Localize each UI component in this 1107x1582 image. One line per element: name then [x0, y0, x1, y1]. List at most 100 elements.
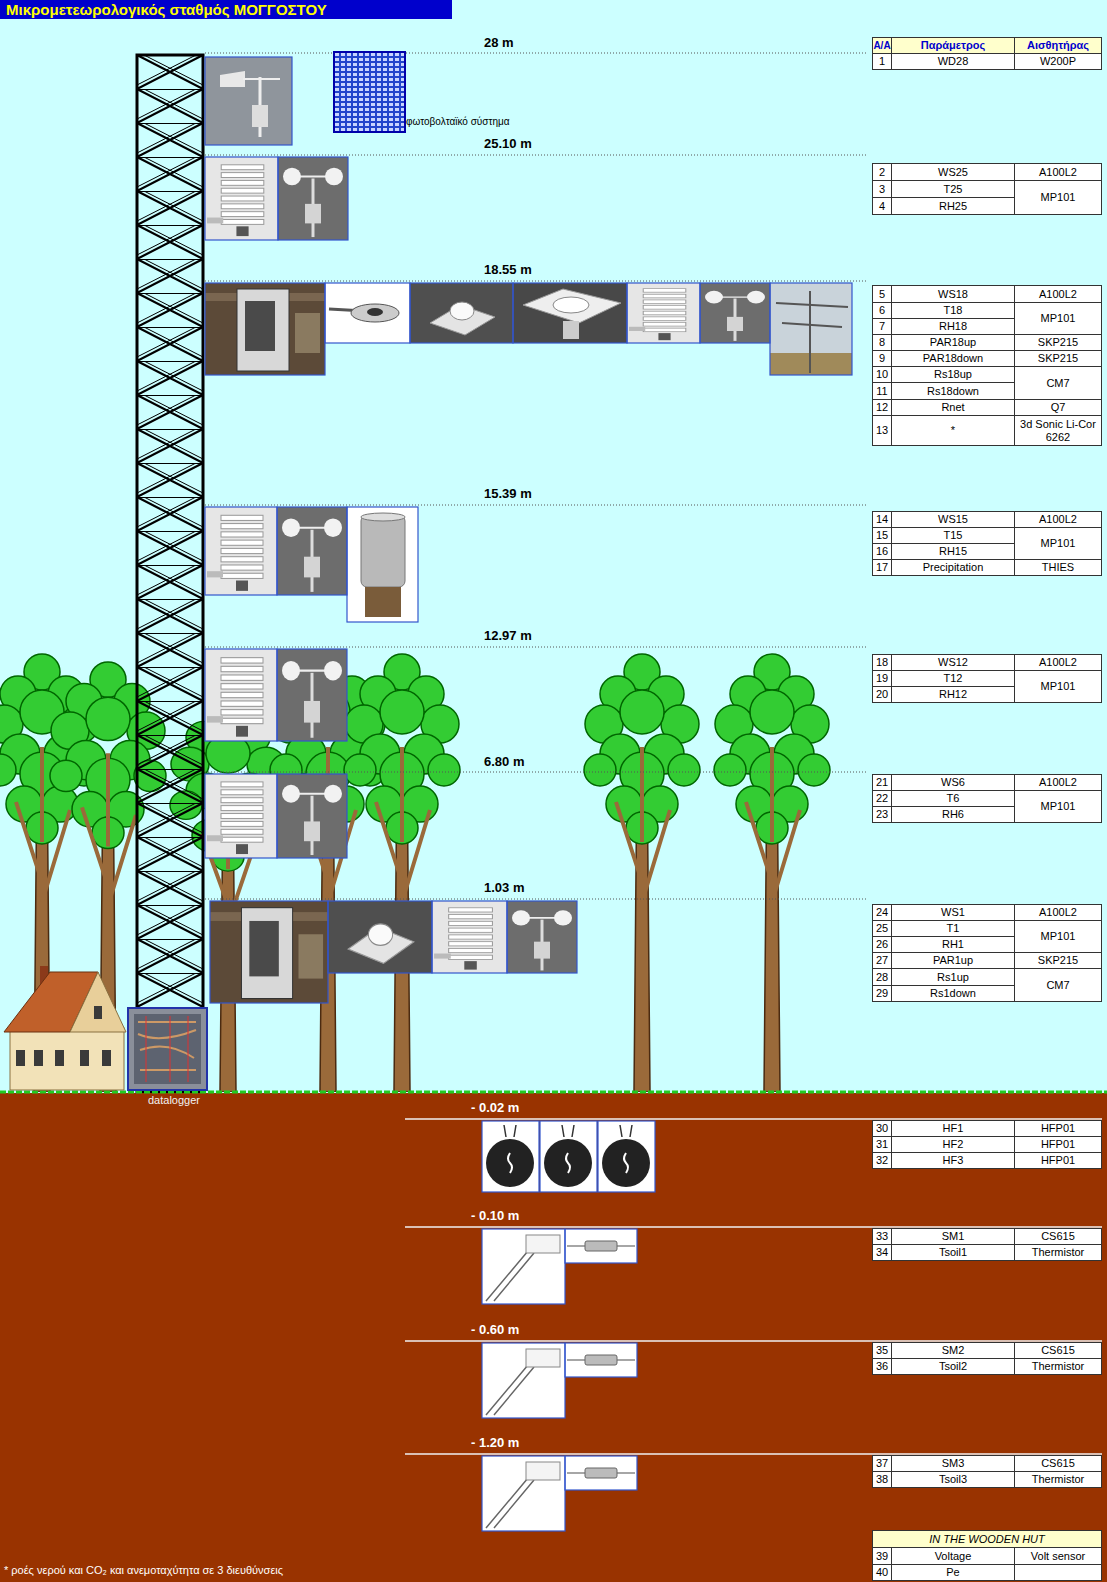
- scene-part: [344, 654, 460, 1092]
- scene-part: [328, 901, 432, 973]
- parameter-cell: Tsoil1: [891, 1244, 1015, 1261]
- row-number: 9: [872, 350, 892, 367]
- cell-text: 6: [879, 304, 885, 316]
- scene-part: [210, 901, 328, 1003]
- cell-text: T6: [947, 792, 960, 804]
- scene-part: [328, 901, 432, 973]
- scene-part: [205, 647, 866, 648]
- height-label: 12.97 m: [484, 629, 532, 644]
- cell-text: 7: [879, 320, 885, 332]
- cell-text: Thermistor: [1032, 1473, 1085, 1485]
- sensor-cell: CM7: [1014, 968, 1102, 1002]
- cell-text: 31: [876, 1138, 888, 1150]
- cell-text: 24: [876, 906, 888, 918]
- height-label: 1.03 m: [484, 881, 524, 896]
- scene-part: [205, 772, 866, 773]
- parameter-cell: WS1: [891, 904, 1015, 921]
- sensor-cell: SKP215: [1014, 952, 1102, 969]
- sensor-cell: CS615: [1014, 1228, 1102, 1245]
- scene-part: [482, 1121, 539, 1192]
- scene-part: [10, 1028, 124, 1090]
- scene-part: [584, 654, 700, 1092]
- depth-label: - 0.60 m: [471, 1323, 519, 1338]
- cell-text: 3: [879, 183, 885, 195]
- cell-text: RH12: [939, 688, 967, 700]
- cell-text: 4: [879, 200, 885, 212]
- scene-part: [205, 774, 277, 858]
- lattice-tower: [137, 55, 203, 1092]
- height-label: 6.80 m: [484, 755, 524, 770]
- cell-text: 14: [876, 513, 888, 525]
- scene-part: [16, 1006, 111, 1066]
- row-number: 7: [872, 318, 892, 335]
- scene-part: [540, 1121, 597, 1192]
- table-header: Παράμετρος: [891, 37, 1015, 54]
- row-number: 13: [872, 415, 892, 446]
- cell-text: Παράμετρος: [921, 39, 985, 51]
- cell-text: 34: [876, 1246, 888, 1258]
- parameter-cell: SM2: [891, 1342, 1015, 1359]
- cell-text: 23: [876, 808, 888, 820]
- row-number: 39: [872, 1547, 892, 1565]
- cell-text: A100L2: [1039, 288, 1077, 300]
- scene-part: [482, 1229, 565, 1304]
- cell-text: 16: [876, 545, 888, 557]
- cell-text: 40: [876, 1566, 888, 1578]
- scene-part: [16, 1050, 25, 1066]
- parameter-cell: Rs18up: [891, 366, 1015, 383]
- cell-text: 21: [876, 776, 888, 788]
- row-number: 26: [872, 936, 892, 953]
- parameter-cell: RH1: [891, 936, 1015, 953]
- cell-text: Volt sensor: [1031, 1550, 1085, 1562]
- cell-text: RH1: [942, 938, 964, 950]
- cell-text: W200P: [1040, 55, 1076, 67]
- scene-part: [432, 901, 507, 973]
- height-label: 25.10 m: [484, 137, 532, 152]
- scene-part: [277, 649, 347, 741]
- scene-part: [627, 283, 700, 343]
- cell-text: 9: [879, 352, 885, 364]
- sensor-cell: MP101: [1014, 302, 1102, 335]
- parameter-cell: T15: [891, 527, 1015, 544]
- row-number: 11: [872, 382, 892, 400]
- scene-part: [205, 157, 278, 240]
- cell-text: CS615: [1041, 1344, 1075, 1356]
- cell-text: 17: [876, 561, 888, 573]
- depth-label: - 0.10 m: [471, 1209, 519, 1224]
- row-number: 20: [872, 686, 892, 703]
- cell-text: WD28: [938, 55, 969, 67]
- sensor-cell: HFP01: [1014, 1152, 1102, 1169]
- sensor-cell: A100L2: [1014, 511, 1102, 528]
- cell-text: Tsoil1: [939, 1246, 967, 1258]
- depth-lines: [405, 1119, 1102, 1454]
- row-number: 17: [872, 559, 892, 576]
- cell-text: 13: [876, 424, 888, 436]
- house: [4, 966, 126, 1090]
- parameter-cell: T25: [891, 180, 1015, 198]
- parameter-cell: RH6: [891, 806, 1015, 823]
- cell-text: Rs18up: [934, 368, 972, 380]
- scene-part: [565, 1456, 637, 1490]
- cell-text: WS6: [941, 776, 965, 788]
- scene-part: [347, 507, 418, 622]
- row-number: 35: [872, 1342, 892, 1359]
- cell-text: RH6: [942, 808, 964, 820]
- cell-text: 29: [876, 987, 888, 999]
- scene-part: [700, 283, 770, 343]
- parameter-cell: Rs1down: [891, 985, 1015, 1002]
- scene-part: [205, 57, 292, 145]
- cell-text: A/A: [873, 40, 890, 51]
- row-number: 30: [872, 1120, 892, 1137]
- cell-text: PAR1up: [933, 954, 973, 966]
- row-number: 38: [872, 1471, 892, 1488]
- parameter-cell: HF2: [891, 1136, 1015, 1153]
- cell-text: MP101: [1041, 191, 1076, 203]
- cell-text: SKP215: [1038, 352, 1078, 364]
- datalogger-label: datalogger: [148, 1094, 200, 1107]
- panel-label: φωτοβολταϊκό σύστημα: [406, 116, 510, 128]
- parameter-cell: RH15: [891, 543, 1015, 560]
- sensor-photos: [205, 57, 852, 1531]
- cell-text: SM1: [942, 1230, 965, 1242]
- row-number: 24: [872, 904, 892, 921]
